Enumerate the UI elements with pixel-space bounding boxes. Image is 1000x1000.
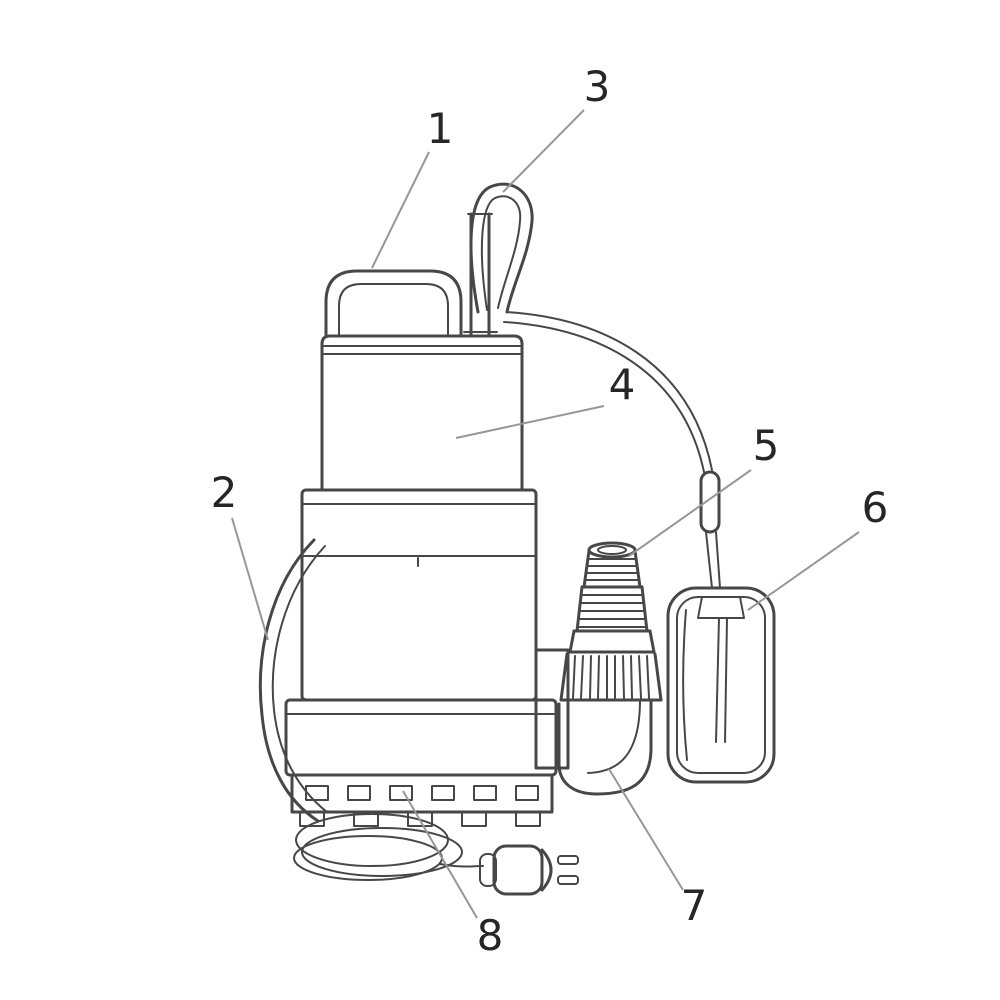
float-cable — [503, 311, 721, 589]
power-plug — [479, 844, 579, 896]
callout-layer: 1 2 3 4 5 6 7 8 — [211, 62, 889, 960]
callout-number-float-switch: 6 — [862, 483, 889, 532]
pump-base — [284, 698, 558, 777]
leader-line-hanging-loop — [502, 109, 585, 193]
callout-number-hose-connector: 5 — [753, 421, 780, 470]
callout-number-carry-handle: 1 — [427, 104, 454, 153]
callout-number-pump-housing: 4 — [609, 360, 636, 409]
leader-line-hose-connector — [628, 469, 752, 557]
outlet-elbow-part — [557, 698, 653, 796]
callout-number-base-strainer: 8 — [477, 911, 504, 960]
leader-line-carry-handle — [371, 151, 430, 269]
callout-number-outlet-elbow: 7 — [681, 881, 708, 930]
lifting-rod — [463, 212, 498, 338]
leader-line-base-strainer — [402, 790, 478, 919]
pump-housing-part — [320, 334, 524, 492]
leader-line-pump-housing — [455, 405, 605, 439]
leader-line-float-switch — [747, 531, 860, 611]
carry-handle-part — [324, 269, 463, 338]
hose-connector-part — [559, 541, 663, 702]
power-cable-part — [258, 538, 484, 881]
leader-line-power-cable — [231, 517, 269, 641]
pump-mid-body — [300, 488, 538, 702]
callout-number-power-cable: 2 — [211, 468, 238, 517]
base-strainer-part — [290, 773, 554, 827]
hanging-loop-part — [469, 182, 534, 314]
float-switch-part — [666, 586, 776, 784]
leader-line-outlet-elbow — [608, 768, 684, 891]
outlet-stub — [534, 648, 570, 770]
callout-number-hanging-loop: 3 — [584, 62, 611, 111]
